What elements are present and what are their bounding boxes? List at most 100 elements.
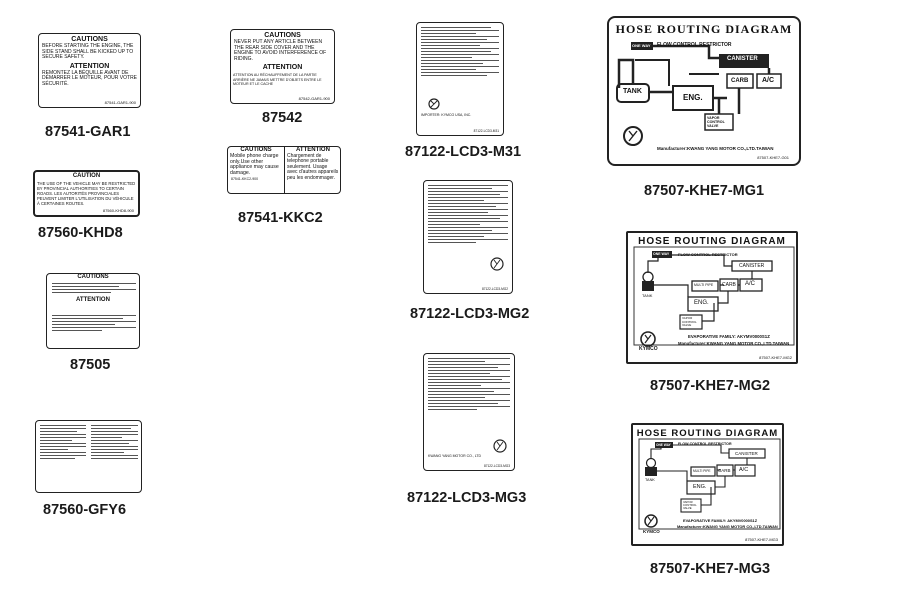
attention-text: REMONTEZ LA BÉQUILLE AVANT DE DÉMARRER L… [42,69,138,87]
attention-text-lines [52,315,136,333]
restrictor-label: FLOW CONTROL RESTRICTOR [657,42,732,48]
canister-label: CANISTER [739,263,765,269]
emission-info-lines [428,185,508,245]
label-code: 87122-LCD3-MG2 [481,287,508,291]
attention-heading: ATTENTION [296,147,330,153]
ac-label: A/C [739,467,749,473]
diagram-title: HOSE ROUTING DIAGRAM [636,428,779,439]
part-number-87507-khe7-mg1: 87507-KHE7-MG1 [644,183,765,199]
label-code: 87507-KHE7-G01 [757,155,789,160]
label-87122-lcd3-m31: IMPORTER: KYMCO USA, INC. 87122-LCD3-M31 [416,22,504,136]
eng-label: ENG. [683,93,703,102]
attention-heading: ATTENTION [76,297,110,303]
carb-label: CARB [731,78,749,84]
hose-routing-diagram [616,42,782,146]
emission-info-lines [428,358,510,412]
brand-text: KYMCO [639,346,658,352]
label-code: 87122-LCD3-MG3 [483,464,510,468]
caution-text-lines [52,283,136,295]
diagram-title: HOSE ROUTING DIAGRAM [615,22,793,36]
manufacturer-text: Manufacturer:KWANG YANG MOTOR CO.,LTD.TA… [657,146,774,151]
caution-heading: CAUTION [72,173,101,179]
tank-label: TANK [642,293,653,298]
multi-pipe-label: MULTI PIPE [694,283,714,287]
part-number-87507-khe7-mg2: 87507-KHE7-MG2 [650,378,771,394]
caution-heading: CAUTIONS [240,147,272,153]
label-87542: CAUTIONS NEVER PUT ANY ARTICLE BETWEEN T… [230,29,335,104]
label-87122-lcd3-mg3: KWANG YANG MOTOR CO., LTD 87122-LCD3-MG3 [423,353,515,471]
vapor-label: VAPOR CONTROL VALVE [682,316,697,327]
kymco-logo-icon [493,439,507,453]
label-87507-khe7-mg2: HOSE ROUTING DIAGRAM ONE WAY FLOW CONTRO… [626,231,798,364]
hose-routing-diagram [638,438,781,530]
evap-text: EVAPORATIVE FAMILY: AKYMV0000S1Z [688,334,770,339]
caution-heading: CAUTIONS [264,32,301,39]
canister-label: CANISTER [727,56,758,62]
label-code: 87541-GAR1-900 [104,100,136,105]
label-87507-khe7-mg1: HOSE ROUTING DIAGRAM ONE WAY FLOW CONTRO… [607,16,801,166]
part-number-87542: 87542 [262,110,303,126]
caution-text: Mobile phone charge only.Use other appli… [230,153,279,176]
restrictor-label: FLOW CONTROL RESTRICTOR [678,442,732,446]
attention-heading: ATTENTION [69,62,110,70]
multi-pipe-label: MULTI PIPE [693,469,711,473]
emission-info-lines [421,27,499,78]
tank-label: TANK [623,88,642,95]
attention-text: Chargement de telephone portable seuleme… [287,153,339,181]
eng-label: ENG. [694,300,709,306]
tank-label: TANK [645,478,655,482]
kymco-logo-icon [428,98,440,110]
canister-label: CANISTER [735,451,758,456]
eng-label: ENG. [693,484,707,490]
evap-text: EVAPORATIVE FAMILY: AKYMV0000S1Z [683,518,758,523]
caution-heading: CAUTIONS [77,274,109,280]
part-number-87507-khe7-mg3: 87507-KHE7-MG3 [650,561,771,577]
part-number-87541-gar1: 87541-GAR1 [45,124,131,140]
label-87507-khe7-mg3: HOSE ROUTING DIAGRAM ONE WAY FLOW CONTRO… [631,423,784,546]
kymco-logo-icon [490,257,504,271]
part-number-87560-khd8: 87560-KHD8 [38,225,123,241]
one-way-label: ONE WAY [632,43,651,48]
part-number-87505: 87505 [70,357,111,373]
part-number-87122-lcd3-m31: 87122-LCD3-M31 [405,144,522,160]
manufacturer-text: Manufacturer:KWANG YANG MOTOR CO.,LTD.TA… [678,341,790,346]
ac-label: A/C [745,281,756,287]
restrictor-label: FLOW CONTROL RESTRICTOR [678,252,738,257]
caution-text: THE USE OF THE VEHICLE MAY BE RESTRICTED… [37,181,136,206]
label-code: 87560-KHD8-900 [102,208,134,213]
caution-heading: CAUTIONS [71,36,108,43]
carb-label: CARB [722,282,736,288]
part-number-87122-lcd3-mg3: 87122-LCD3-MG3 [407,490,527,506]
brand-text: KYMCO [643,529,660,534]
attention-heading: ATTENTION [262,64,303,72]
vapor-label: VAPOR CONTROL VALVE [707,116,725,128]
label-87122-lcd3-mg2: 87122-LCD3-MG2 [423,180,513,294]
label-code: 87122-LCD3-M31 [473,129,499,133]
caution-text: NEVER PUT ANY ARTICLE BETWEEN THE REAR S… [234,39,327,62]
label-code: 87507-KHE7-MG2 [759,355,792,360]
one-way-label: ONE WAY [656,443,671,447]
label-code: 87541-KKC2-900 [231,177,259,182]
manufacturer-text: Manufacturer:KWANG YANG MOTOR CO.,LTD.TA… [677,524,778,529]
hose-routing-diagram [633,246,795,347]
caution-text: BEFORE STARTING THE ENGINE, THE SIDE STA… [42,43,134,61]
label-87560-khd8: CAUTION THE USE OF THE VEHICLE MAY BE RE… [33,170,140,217]
ac-label: A/C [762,77,775,84]
label-87541-kkc2: CAUTIONS Mobile phone charge only.Use ot… [227,146,341,194]
vapor-label: VAPOR CONTROL VALVE [683,500,697,511]
label-87505: CAUTIONS ATTENTION [46,273,140,349]
importer-text: IMPORTER: KYMCO USA, INC. [421,113,472,117]
part-number-87560-gfy6: 87560-GFY6 [43,502,127,518]
part-number-87122-lcd3-mg2: 87122-LCD3-MG2 [410,306,530,322]
attention-text: ATTENTION AU RÉCHAUFFEMENT DE LA PARTIE … [233,73,322,87]
label-87560-gfy6 [35,420,142,493]
warning-text-left [40,425,86,461]
diagram-title: HOSE ROUTING DIAGRAM [638,236,786,247]
part-number-87541-kkc2: 87541-KKC2 [238,210,323,226]
carb-label: CARB [718,468,731,473]
label-87541-gar1: CAUTIONS BEFORE STARTING THE ENGINE, THE… [38,33,141,108]
company-text: KWANG YANG MOTOR CO., LTD [428,454,482,458]
label-code: 87507-KHE7-MG3 [745,537,778,542]
warning-text-right [91,425,138,461]
one-way-label: ONE WAY [653,252,670,256]
